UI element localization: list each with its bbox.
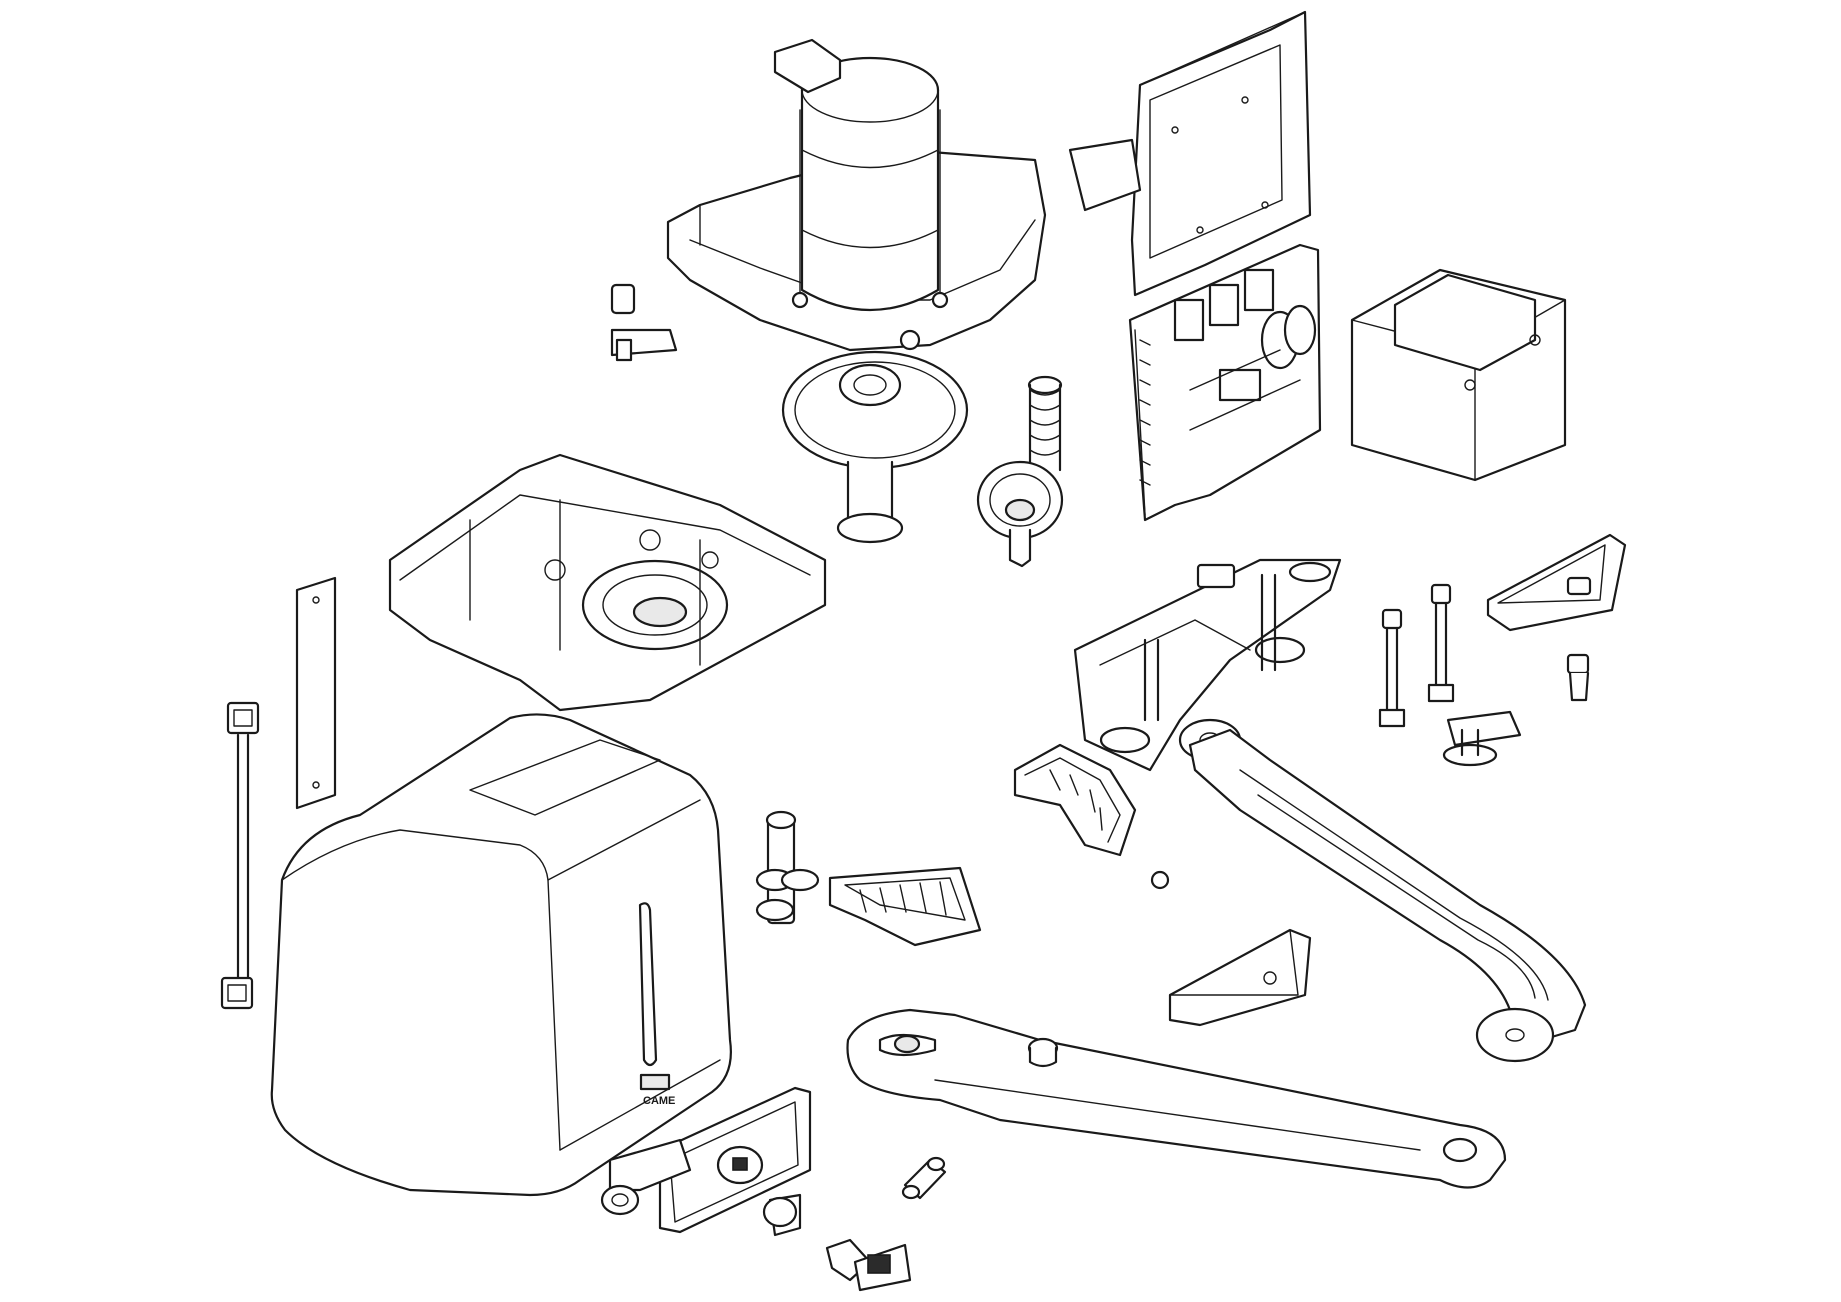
gasket-strip <box>295 576 337 810</box>
curved-arm <box>1178 718 1587 1063</box>
mounting-bracket <box>1073 558 1342 772</box>
gearbox-housing <box>388 453 827 712</box>
support-plate <box>1486 533 1627 632</box>
release-cover <box>658 1086 812 1234</box>
gearmotor <box>666 38 1047 352</box>
bolts <box>1378 583 1590 767</box>
release-key <box>825 1238 912 1292</box>
pivot-bracket <box>1168 928 1312 1027</box>
output-gear <box>781 350 969 544</box>
connector-cable <box>220 701 260 1010</box>
transformer <box>1350 268 1567 482</box>
straight-arm <box>846 1008 1507 1189</box>
cover: CAME <box>270 713 732 1197</box>
fuse <box>901 1156 947 1200</box>
limit-stop-sector-upper <box>1013 743 1170 890</box>
worm-gear <box>976 375 1064 568</box>
limit-stop-sector-lower <box>755 810 982 947</box>
control-board-bracket <box>1068 10 1312 297</box>
cover-logo: CAME <box>643 1095 675 1107</box>
limit-switch-cam <box>610 283 678 362</box>
release-lock <box>600 1138 802 1237</box>
control-board <box>1128 243 1322 522</box>
